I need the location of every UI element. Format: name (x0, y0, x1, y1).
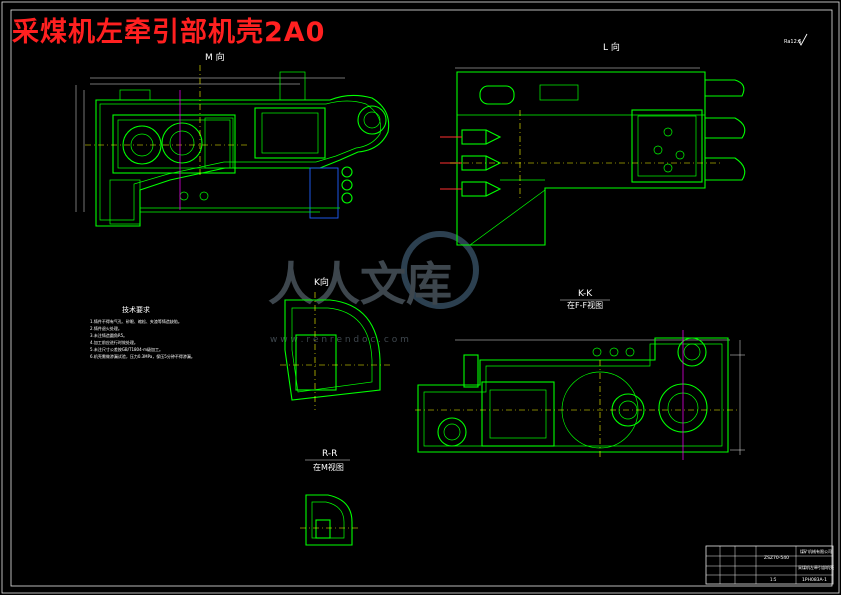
title-block-name: 采煤机左牵引部机壳 (798, 564, 834, 570)
surface-roughness-symbol: Ra12.5 (784, 39, 802, 45)
watermark-logo-icon (401, 231, 479, 309)
view-l: L 向 (440, 41, 746, 246)
notes-heading: 技术要求 (122, 305, 150, 314)
note-line-3: 3.未注铸造圆角R5。 (90, 332, 127, 338)
watermark-text: 人人文库 (268, 257, 452, 311)
title-block-drawing-no: ZSZ70-540 (764, 555, 789, 561)
note-line-5: 5.未注尺寸公差按GB/T1804-m级加工。 (90, 346, 163, 352)
note-line-6: 6.机壳需做渗漏试验，压力0.3MPa，保压5分钟不得渗漏。 (90, 353, 195, 359)
view-kk-sublabel: 在F-F视图 (567, 300, 603, 310)
technical-notes: 技术要求 1.铸件不得有气孔、砂眼、缩松、夹渣等铸造缺陷。 2.铸件退火处理。 … (90, 305, 195, 359)
view-rr-sublabel: 在M视图 (313, 462, 344, 472)
view-kk: K-K 在F-F视图 (415, 289, 745, 460)
title-block-company: 煤矿机械有限公司 (800, 548, 832, 554)
drawing-inner-frame (10, 9, 833, 587)
note-line-1: 1.铸件不得有气孔、砂眼、缩松、夹渣等铸造缺陷。 (90, 318, 182, 324)
view-k: K向 (280, 276, 390, 410)
view-rr-label: R-R (322, 449, 337, 459)
view-l-label: L 向 (603, 41, 620, 53)
title-block-code: 1PH083A-1 (802, 577, 827, 583)
view-kk-label: K-K (578, 289, 593, 299)
watermark: 人人文库 w w w . r e n r e n d o c . c o m (268, 231, 479, 345)
watermark-url: w w w . r e n r e n d o c . c o m (270, 335, 409, 345)
title-block: 煤矿机械有限公司 ZSZ70-540 采煤机左牵引部机壳 1:5 1PH083A… (705, 545, 834, 585)
title-block-scale: 1:5 (770, 577, 777, 582)
note-line-2: 2.铸件退火处理。 (90, 325, 122, 331)
note-line-4: 4.加工前应进行时效处理。 (90, 339, 138, 345)
view-k-label: K向 (314, 276, 329, 288)
view-rr: R-R 在M视图 (300, 449, 358, 546)
roughness-check-icon (797, 33, 808, 46)
view-m: M 向 (75, 51, 390, 227)
drawing-title: 采煤机左牵引部机壳2A0 (12, 17, 326, 48)
view-m-label: M 向 (205, 51, 225, 63)
